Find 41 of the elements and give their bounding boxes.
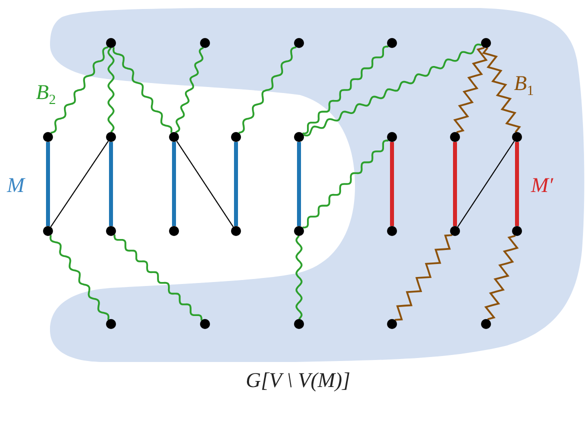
vertex-dot	[43, 226, 53, 236]
wavy-edge	[302, 140, 389, 228]
thick-edge	[234, 142, 238, 226]
wavy-edge	[303, 44, 482, 136]
wavy-edge	[112, 47, 172, 133]
thick-edge	[515, 142, 519, 226]
wavy-edge	[238, 46, 296, 134]
wavy-edge	[175, 46, 204, 134]
thick-edge	[172, 142, 176, 226]
vertex-dot	[106, 226, 116, 236]
vertex-dot	[106, 132, 116, 142]
wavy-edge	[295, 235, 303, 320]
vertex-dot	[169, 132, 179, 142]
math-label: M′	[531, 175, 554, 196]
math-label: B$_{2}$	[36, 82, 56, 108]
thick-edge	[390, 142, 394, 226]
wavy-edge	[50, 234, 110, 320]
zigzag-edge	[482, 47, 522, 133]
zigzag-edge	[394, 234, 452, 321]
vertex-dot	[231, 226, 241, 236]
wavy-edge	[107, 47, 115, 133]
graph-edge	[176, 140, 234, 228]
wavy-edge	[114, 234, 202, 321]
thick-edge	[46, 142, 50, 226]
vertex-dot	[231, 132, 241, 142]
graph-edge	[457, 140, 515, 228]
vertex-dot	[169, 226, 179, 236]
region-label: G[V \ V(M)]	[246, 370, 350, 391]
math-label: B$_{1}$	[514, 73, 534, 100]
vertex-dot	[43, 132, 53, 142]
wavy-edge	[50, 46, 108, 134]
thick-edge	[297, 142, 301, 226]
graph-edge	[50, 140, 109, 228]
math-label: M	[7, 175, 24, 196]
vertex-dot	[294, 226, 304, 236]
wavy-edge	[302, 46, 389, 134]
zigzag-edge	[453, 46, 488, 134]
zigzag-edge	[484, 234, 519, 320]
vertex-dot	[294, 132, 304, 142]
thick-edge	[109, 142, 113, 226]
thick-edge	[453, 142, 457, 226]
